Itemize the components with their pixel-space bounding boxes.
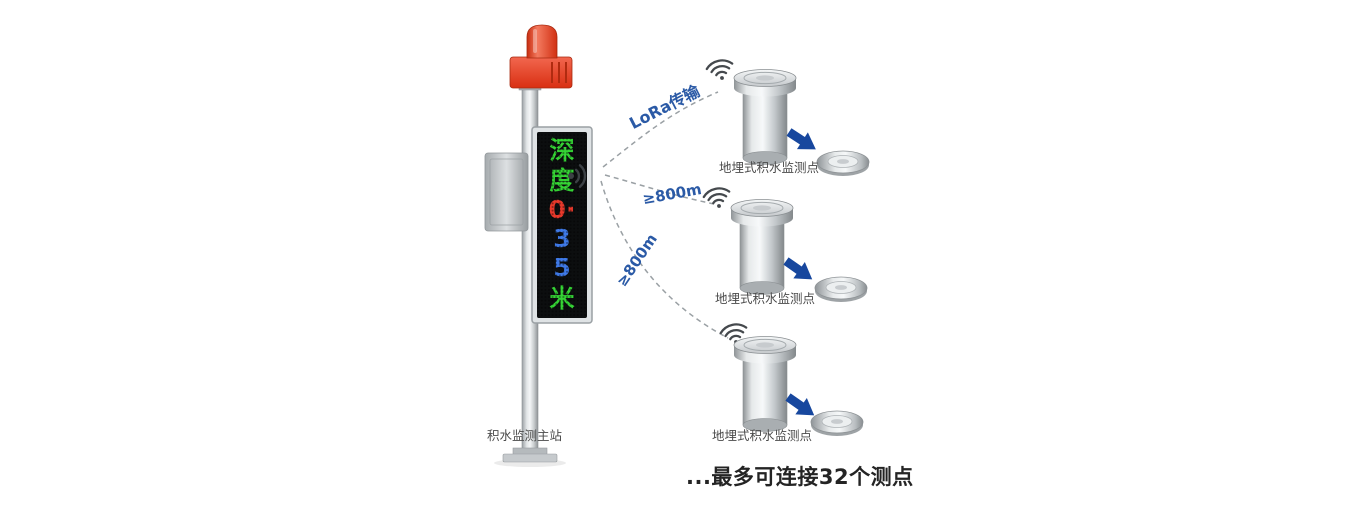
beacon-housing xyxy=(509,56,573,89)
lora-link-curve-3 xyxy=(600,180,729,339)
monitoring-disc-2 xyxy=(814,276,868,303)
station-base-plate xyxy=(502,453,558,463)
lora-link-curve-2 xyxy=(604,174,715,205)
link-label-lora: LoRa传输 xyxy=(626,81,704,133)
beacon-grille xyxy=(551,62,567,83)
signal-icon xyxy=(568,164,587,188)
buried-sensor-1 xyxy=(733,69,797,165)
station-label: 积水监测主站 xyxy=(487,428,562,443)
led-display: 深 度 0· 3 5 米 xyxy=(531,126,593,324)
link-label-800m-mid: ≥800m xyxy=(641,180,703,208)
sensor-group-1: 地埋式积水监测点 xyxy=(704,56,870,177)
wifi-icon-2 xyxy=(701,184,734,212)
monitoring-disc-1 xyxy=(816,150,870,177)
install-arrow-1 xyxy=(783,123,822,158)
link-label-800m-bottom: ≥800m xyxy=(613,231,661,290)
main-station: 深 度 0· 3 5 米 积水监测主站 xyxy=(484,24,593,467)
monitoring-disc-3 xyxy=(810,410,864,437)
control-box-panel xyxy=(489,158,524,226)
lora-link-curve-1 xyxy=(602,91,719,168)
station-control-box xyxy=(484,152,529,232)
sensor-label-2: 地埋式积水监测点 xyxy=(715,291,815,306)
install-arrow-2 xyxy=(780,252,818,288)
beacon-lamp-highlight xyxy=(533,29,537,53)
beacon-lamp xyxy=(526,24,558,59)
led-dot-matrix-overlay xyxy=(537,132,587,318)
alarm-beacon xyxy=(509,24,573,89)
sensor-label-1: 地埋式积水监测点 xyxy=(719,160,819,175)
buried-sensor-3 xyxy=(733,336,797,432)
wifi-icon-1 xyxy=(704,56,737,84)
buried-sensor-2 xyxy=(730,199,794,295)
sensor-group-3: 地埋式积水监测点 xyxy=(712,320,864,443)
sensor-label-3: 地埋式积水监测点 xyxy=(712,428,812,443)
sensor-group-2: 地埋式积水监测点 xyxy=(701,184,868,306)
caption-max-points: ...最多可连接32个测点 xyxy=(686,465,914,489)
